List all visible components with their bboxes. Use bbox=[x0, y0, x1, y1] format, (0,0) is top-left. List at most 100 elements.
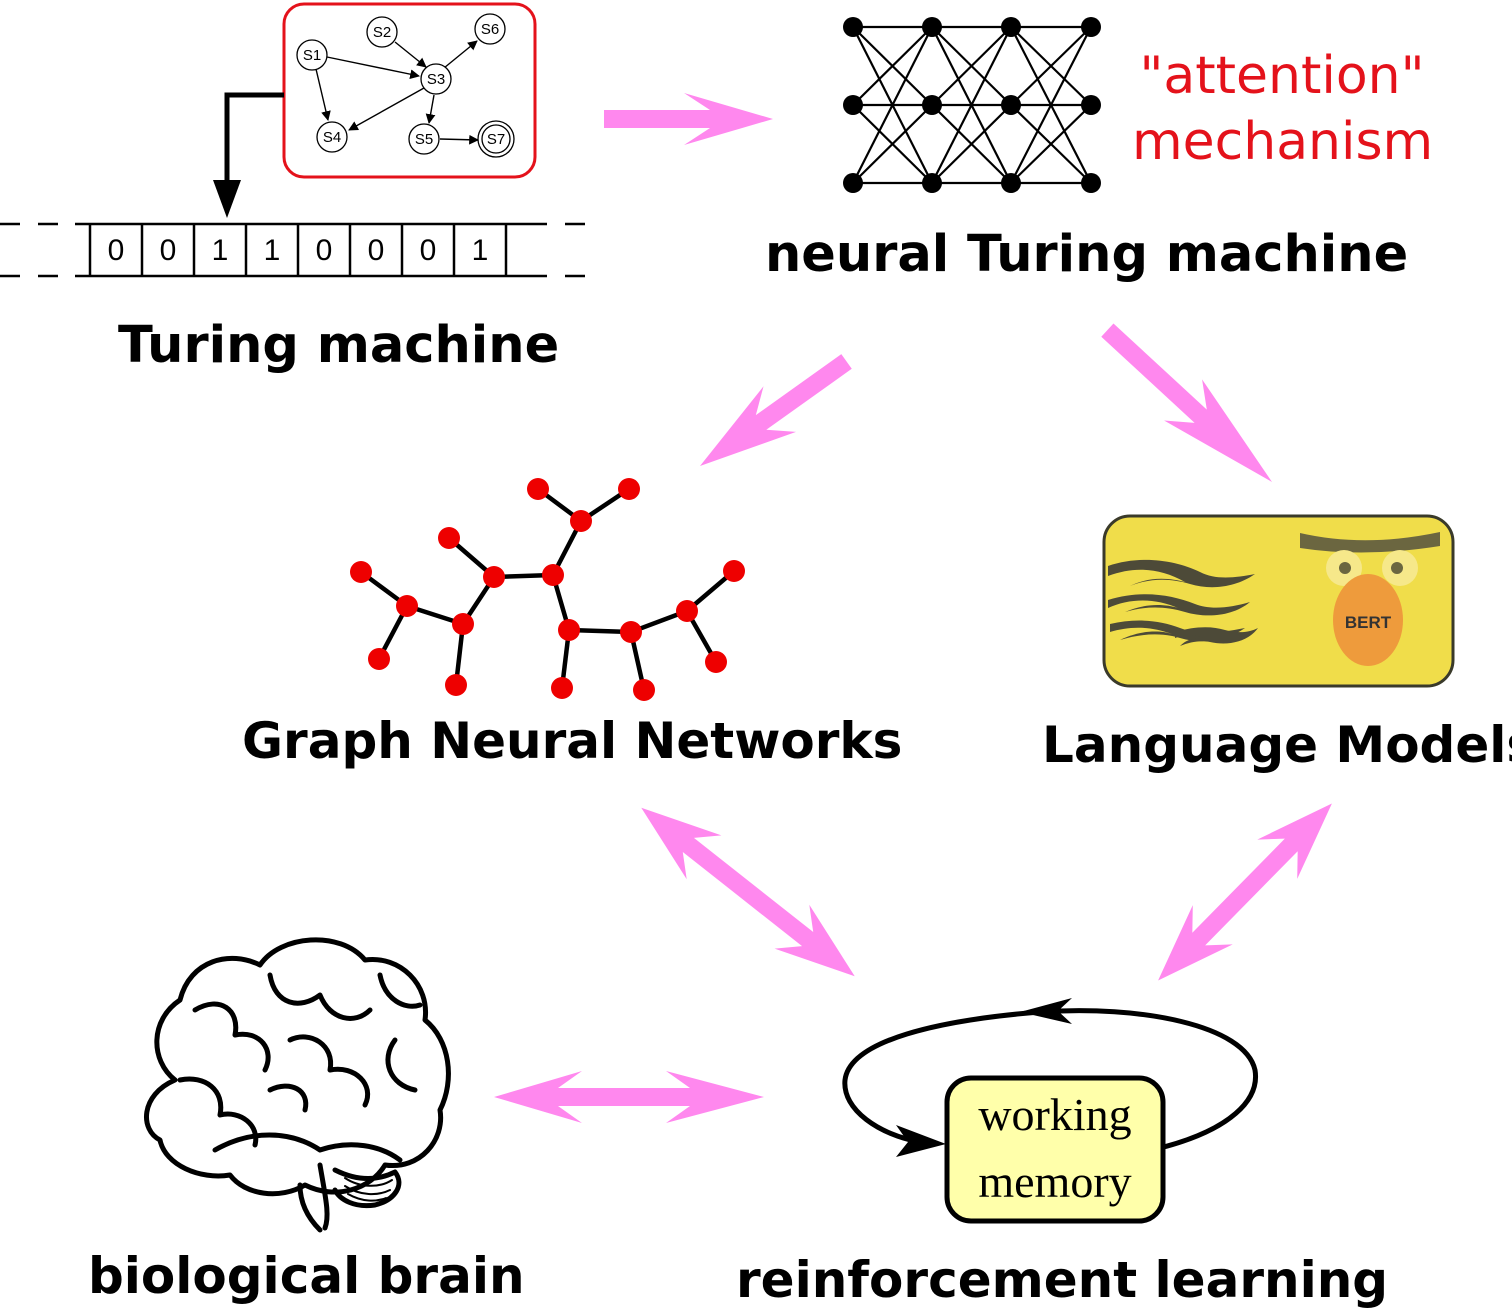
graph-node bbox=[620, 621, 642, 643]
tape-cell: 0 bbox=[316, 234, 333, 267]
neuron bbox=[922, 173, 942, 193]
tape-cell: 1 bbox=[472, 234, 489, 267]
neuron bbox=[1001, 173, 1021, 193]
arrow-ntm-to-gnn bbox=[700, 354, 852, 466]
loop-arrowhead-top bbox=[1020, 998, 1072, 1024]
neuron bbox=[843, 173, 863, 193]
reinforcement-learning-label: reinforcement learning bbox=[736, 1251, 1389, 1309]
graph-node bbox=[676, 600, 698, 622]
loop-arrow-upper bbox=[1039, 1008, 1259, 1151]
attention-line1: "attention" bbox=[1139, 46, 1425, 106]
state-label: S4 bbox=[323, 129, 341, 146]
graph-node bbox=[558, 619, 580, 641]
working-memory-line2: memory bbox=[978, 1155, 1132, 1207]
graph-node bbox=[368, 648, 390, 670]
network-edge bbox=[931, 104, 1012, 184]
graph-node bbox=[396, 595, 418, 617]
loop-arrowhead-left bbox=[896, 1125, 946, 1157]
graph-node bbox=[445, 674, 467, 696]
bert-badge: BERT bbox=[1345, 613, 1392, 632]
state-node bbox=[408, 123, 440, 155]
bert-beak bbox=[1333, 574, 1403, 666]
tape-cell: 0 bbox=[368, 234, 385, 267]
neuron bbox=[1081, 173, 1101, 193]
neuron bbox=[1001, 17, 1021, 37]
working-memory-label: working memory bbox=[950, 1082, 1160, 1215]
tape-cell: 0 bbox=[160, 234, 177, 267]
graph-node bbox=[438, 527, 460, 549]
attention-line2: mechanism bbox=[1132, 111, 1434, 172]
network-edge bbox=[1010, 104, 1092, 184]
state-node bbox=[316, 121, 348, 153]
neuron bbox=[1001, 95, 1021, 115]
working-memory-box bbox=[944, 1075, 1166, 1224]
arrow-gnn-rl bbox=[641, 807, 855, 977]
arrow-ntm-to-lm bbox=[1101, 323, 1272, 482]
state-label: S5 bbox=[415, 131, 433, 148]
state-transitions bbox=[315, 40, 479, 145]
graph-node bbox=[452, 613, 474, 635]
state-nodes: S1 S2 S3 S4 S5 S6 S7 bbox=[296, 13, 515, 158]
accept-state-inner-ring bbox=[481, 124, 511, 154]
graph-node bbox=[542, 564, 564, 586]
tape-cell: 0 bbox=[108, 234, 125, 267]
neuron bbox=[922, 95, 942, 115]
graph-node bbox=[483, 566, 505, 588]
tape: 0 0 1 1 0 0 0 1 bbox=[0, 222, 600, 278]
state-node bbox=[366, 16, 398, 48]
neuron bbox=[922, 17, 942, 37]
state-node bbox=[420, 63, 452, 95]
language-models-label: Language Models bbox=[1042, 716, 1512, 774]
network-edge bbox=[1010, 26, 1092, 184]
graph-node bbox=[570, 510, 592, 532]
neuron bbox=[843, 95, 863, 115]
network-edge bbox=[1010, 26, 1092, 106]
arrow-tm-to-ntm bbox=[604, 93, 773, 145]
neuron bbox=[1081, 17, 1101, 37]
flow-arrows bbox=[494, 93, 1332, 1123]
graph-node bbox=[551, 677, 573, 699]
reinforcement-loop bbox=[842, 998, 1259, 1224]
brain-icon bbox=[144, 937, 451, 1233]
neuron bbox=[843, 17, 863, 37]
network-edge bbox=[852, 26, 933, 184]
graph-node bbox=[723, 560, 745, 582]
bert-pupil bbox=[1339, 562, 1351, 574]
tape-cell: 0 bbox=[420, 234, 437, 267]
arrow-lm-rl bbox=[1158, 803, 1332, 981]
neural-network-icon bbox=[843, 17, 1101, 193]
tape-head-arrow bbox=[224, 92, 284, 185]
network-edge bbox=[852, 104, 933, 184]
bert-icon: BERT bbox=[1102, 514, 1455, 688]
state-label: S1 bbox=[303, 47, 321, 64]
network-edge bbox=[931, 26, 1012, 184]
state-label: S7 bbox=[487, 131, 505, 148]
flame-decals bbox=[1108, 559, 1258, 646]
state-label: S3 bbox=[427, 71, 445, 88]
state-label: S2 bbox=[373, 24, 391, 41]
network-edge bbox=[852, 26, 933, 106]
attention-mechanism-label: "attention" mechanism bbox=[1132, 44, 1434, 175]
graph-node bbox=[527, 478, 549, 500]
state-node bbox=[474, 13, 506, 45]
graph-node bbox=[705, 651, 727, 673]
turing-machine: S1 S2 S3 S4 S5 S6 S7 bbox=[0, 2, 600, 278]
bert-eyebrow bbox=[1300, 532, 1440, 553]
loop-arrow-lower bbox=[842, 1009, 1041, 1145]
arrow-brain-rl bbox=[494, 1071, 764, 1123]
tape-cell: 1 bbox=[212, 234, 229, 267]
biological-brain-label: biological brain bbox=[88, 1247, 525, 1305]
network-edge bbox=[931, 26, 1012, 106]
tape-head-arrowhead bbox=[213, 180, 241, 218]
state-label: S6 bbox=[481, 21, 499, 38]
tape-cell: 1 bbox=[264, 234, 281, 267]
graph-network-icon bbox=[350, 478, 745, 701]
neuron bbox=[1081, 95, 1101, 115]
neural-turing-machine-label: neural Turing machine bbox=[765, 225, 1409, 284]
gnn-label: Graph Neural Networks bbox=[242, 712, 903, 770]
graph-node bbox=[633, 679, 655, 701]
graph-node bbox=[350, 561, 372, 583]
state-node bbox=[296, 39, 328, 71]
bert-pupil bbox=[1391, 562, 1403, 574]
